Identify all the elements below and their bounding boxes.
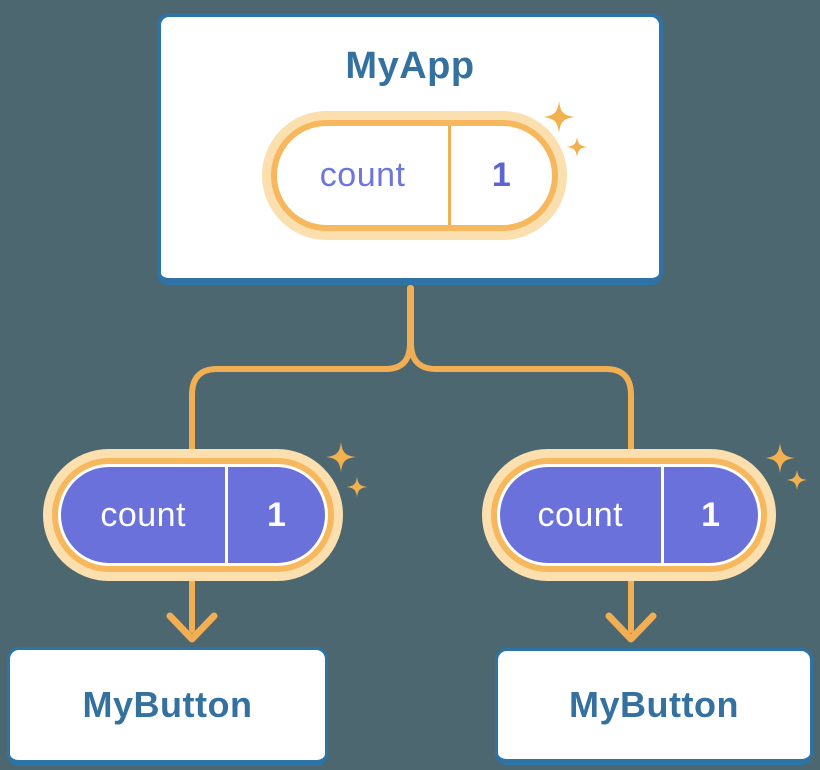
- root-state-pill: count 1: [262, 111, 567, 240]
- arrow-head-left-icon: [166, 612, 218, 643]
- sparkle-icon: [543, 101, 575, 133]
- arrow-head-right-icon: [605, 612, 657, 643]
- sparkle-icon: [764, 442, 796, 474]
- right-child-component-title: MyButton: [569, 684, 739, 725]
- left-prop-label: count: [100, 495, 186, 534]
- right-prop-value: 1: [701, 495, 721, 534]
- right-prop-label: count: [537, 495, 624, 534]
- right-prop-pill-body: count 1: [497, 464, 761, 566]
- root-state-label: count: [319, 156, 406, 194]
- left-prop-pill-body: count 1: [58, 464, 328, 566]
- sparkle-icon: [566, 136, 588, 158]
- root-state-value: 1: [491, 156, 512, 194]
- root-state-pill-body: count 1: [277, 126, 552, 225]
- connector-root-to-right-child: [408, 285, 634, 455]
- right-prop-pill-divider: [660, 467, 664, 563]
- sparkle-icon: [346, 476, 368, 498]
- right-child-component-card: MyButton: [495, 648, 813, 765]
- sparkle-icon: [325, 441, 357, 473]
- left-child-component-card: MyButton: [7, 647, 328, 766]
- right-prop-pill: count 1: [482, 449, 776, 581]
- left-child-component-title: MyButton: [82, 684, 253, 725]
- root-component-title: MyApp: [345, 45, 475, 87]
- connector-root-to-left-child: [189, 285, 413, 455]
- left-prop-pill: count 1: [43, 449, 343, 581]
- left-prop-value: 1: [266, 495, 287, 534]
- sparkle-icon: [786, 469, 808, 491]
- root-state-pill-divider: [448, 126, 452, 225]
- left-prop-pill-divider: [225, 467, 229, 563]
